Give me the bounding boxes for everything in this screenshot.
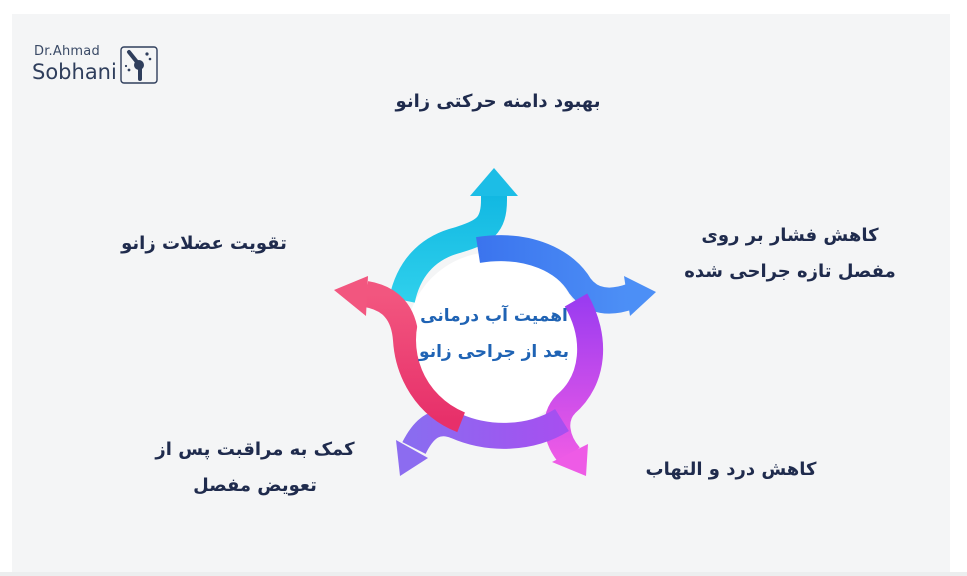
brand-logo[interactable]: Dr.Ahmad Sobhani (30, 42, 160, 88)
knee-joint-icon (120, 46, 158, 84)
arrow-post-replacement-care (396, 408, 569, 476)
label-improve-range-of-motion: بهبود دامنه حرکتی زانو (395, 91, 601, 112)
label-reduce-pain-inflammation: کاهش درد و التهاب (645, 459, 817, 480)
label-reduce-pressure: کاهش فشار بر روی مفصل تازه جراحی شده (684, 225, 896, 282)
center-inner-circle (416, 262, 572, 418)
center-title-line-1: اهمیت آب درمانی (420, 306, 568, 326)
center-title-line-2: بعد از جراحی زانو (419, 342, 569, 362)
arrow-improve-range-of-motion (389, 168, 518, 304)
logo-line-2: Sobhani (32, 60, 117, 84)
center-title: اهمیت آب درمانی بعد از جراحی زانو (414, 298, 574, 370)
bottom-divider (0, 572, 967, 576)
logo-line-1: Dr.Ahmad (34, 44, 100, 59)
arrow-strengthen-muscles (334, 276, 468, 433)
label-post-replacement-care: کمک به مراقبت پس از تعویض مفصل (155, 439, 355, 496)
label-strengthen-muscles: تقویت عضلات زانو (121, 233, 287, 254)
arrow-reduce-pressure (476, 235, 656, 316)
